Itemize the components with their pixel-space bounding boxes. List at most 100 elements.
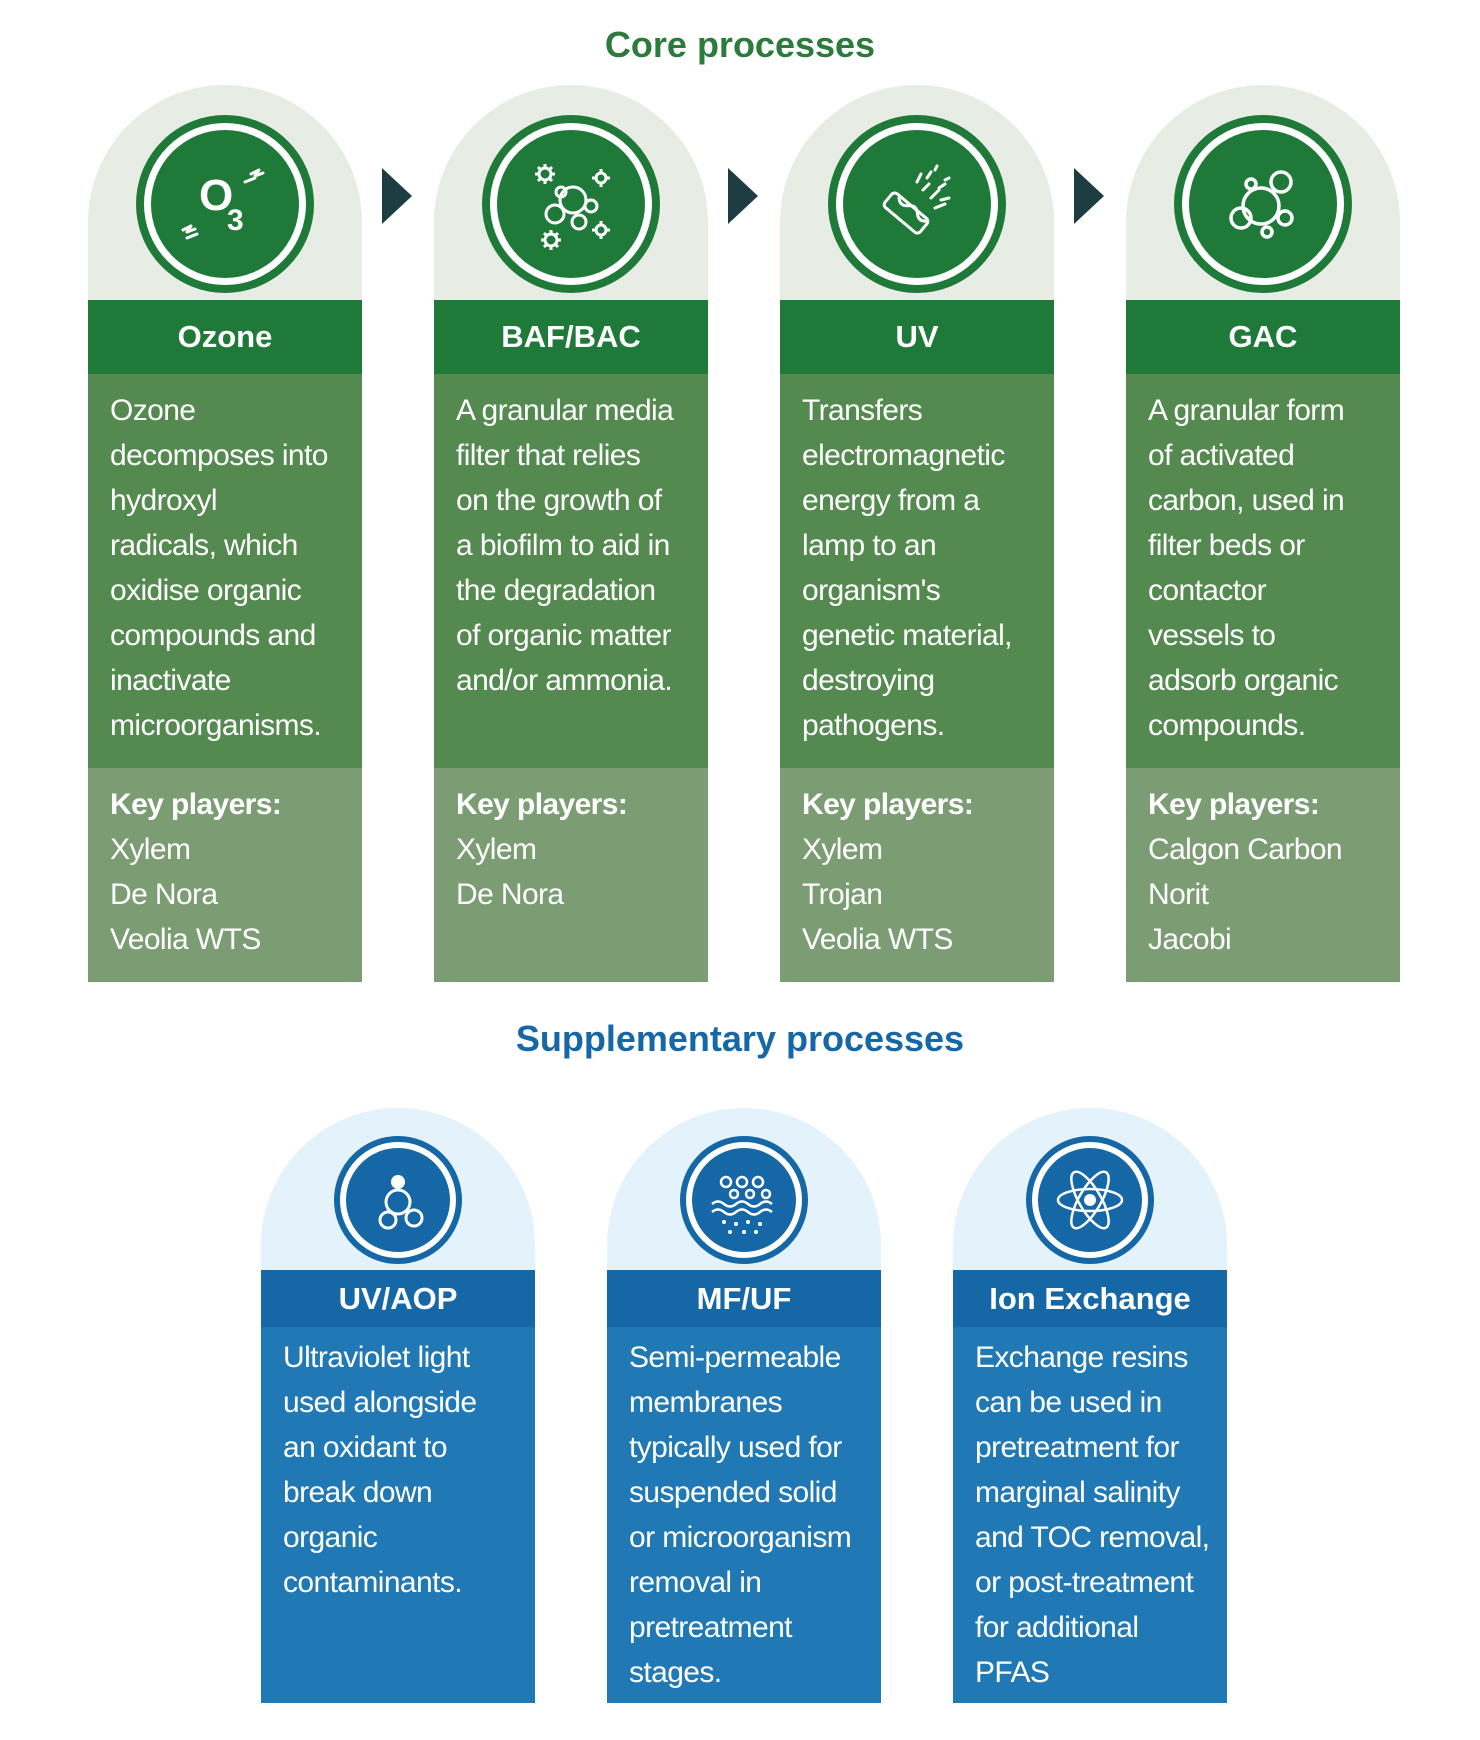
icon-ring: O 3 — [136, 115, 314, 293]
card-title: Ozone — [88, 300, 362, 374]
desc-line: destroying — [802, 664, 935, 697]
supp-card-mf-uf: MF/UF Semi-permeable membranes typically… — [607, 1108, 881, 1703]
atom-icon — [1056, 1170, 1124, 1230]
desc-line: electromagnetic — [802, 439, 1005, 472]
desc-line: carbon, used in — [1148, 484, 1345, 517]
desc-line: stages. — [629, 1656, 722, 1689]
desc-line: or microorganism — [629, 1521, 852, 1554]
desc-line: radicals, which — [110, 529, 298, 562]
desc-line: vessels to — [1148, 619, 1276, 652]
desc-line: removal. — [975, 1701, 1086, 1734]
key-players: Key players: Xylem De Nora — [434, 768, 708, 982]
player-name: Xylem — [456, 833, 537, 866]
desc-line: of activated — [1148, 439, 1295, 472]
desc-line: used alongside — [283, 1386, 477, 1419]
key-players-label: Key players: — [456, 788, 628, 821]
card-description: A granular media filter that relies on t… — [434, 374, 708, 768]
desc-line: and TOC removal, — [975, 1521, 1210, 1554]
core-processes-title: Core processes — [604, 24, 876, 65]
card-title: UV — [780, 300, 1054, 374]
card-title: Ion Exchange — [953, 1270, 1227, 1327]
desc-line: Exchange resins — [975, 1341, 1188, 1374]
card-description: Ultraviolet light used alongside an oxid… — [261, 1327, 535, 1703]
supp-card-uv-aop: UV/AOP Ultraviolet light used alongside … — [261, 1108, 535, 1703]
player-name: Veolia WTS — [802, 923, 953, 956]
desc-line: A granular form — [1148, 394, 1345, 427]
player-name: Jacobi — [1148, 923, 1232, 956]
card-dome — [780, 85, 1054, 300]
desc-line: removal in — [629, 1566, 762, 1599]
desc-line: organic — [283, 1521, 378, 1554]
card-title: BAF/BAC — [434, 300, 708, 374]
desc-line: pathogens. — [802, 709, 945, 742]
card-description: Ozone decomposes into hydroxyl radicals,… — [88, 374, 362, 768]
desc-line: A granular media — [456, 394, 674, 427]
core-card-uv: UV Transfers electromagnetic energy from… — [780, 85, 1054, 982]
desc-line: filter beds or — [1148, 529, 1305, 562]
desc-line: pretreatment for — [975, 1431, 1179, 1464]
player-name: Calgon Carbon — [1148, 833, 1343, 866]
key-players: Key players: Xylem Trojan Veolia WTS — [780, 768, 1054, 982]
ozone-o-glyph: O — [199, 171, 233, 220]
card-dome — [261, 1108, 535, 1270]
ozone-sub-glyph: 3 — [227, 204, 244, 237]
desc-line: microorganisms. — [110, 709, 322, 742]
desc-line: Semi-permeable — [629, 1341, 841, 1374]
card-description: A granular form of activated carbon, use… — [1126, 374, 1400, 768]
card-title: GAC — [1126, 300, 1400, 374]
ozone-icon: O 3 — [181, 168, 265, 240]
desc-line: genetic material, — [802, 619, 1013, 652]
supp-card-ion-exchange: Ion Exchange Exchange resins can be used… — [953, 1108, 1227, 1734]
key-players-label: Key players: — [110, 788, 282, 821]
desc-line: typically used for — [629, 1431, 842, 1464]
player-name: Veolia WTS — [110, 923, 261, 956]
membrane-icon — [711, 1175, 773, 1234]
desc-line: a biofilm to aid in — [456, 529, 670, 562]
desc-line: break down — [283, 1476, 433, 1509]
desc-line: hydroxyl — [110, 484, 218, 517]
desc-line: filter that relies — [456, 439, 641, 472]
icon-ring — [1174, 115, 1352, 293]
card-title: MF/UF — [607, 1270, 881, 1327]
core-card-ozone: O 3 Ozone Ozone decomposes into hydroxyl… — [88, 85, 362, 982]
flow-arrow — [382, 168, 412, 224]
player-name: De Nora — [456, 878, 564, 911]
desc-line: compounds and — [110, 619, 316, 652]
desc-line: for additional PFAS — [975, 1611, 1139, 1689]
desc-line: energy from a — [802, 484, 980, 517]
flow-arrow — [1074, 168, 1104, 224]
key-players: Key players: Xylem De Nora Veolia WTS — [88, 768, 362, 982]
desc-line: can be used in — [975, 1386, 1162, 1419]
desc-line: contaminants. — [283, 1566, 463, 1599]
desc-line: inactivate — [110, 664, 231, 697]
card-dome — [607, 1108, 881, 1270]
desc-line: lamp to an — [802, 529, 937, 562]
uv-lamp-icon — [882, 164, 951, 235]
player-name: Norit — [1148, 878, 1209, 911]
key-players: Key players: Calgon Carbon Norit Jacobi — [1126, 768, 1400, 982]
icon-ring — [334, 1136, 462, 1264]
desc-line: Ultraviolet light — [283, 1341, 470, 1374]
desc-line: on the growth of — [456, 484, 662, 517]
core-card-gac: GAC A granular form of activated carbon,… — [1126, 85, 1400, 982]
card-dome — [953, 1108, 1227, 1270]
player-name: De Nora — [110, 878, 218, 911]
desc-line: compounds. — [1148, 709, 1306, 742]
desc-line: decomposes into — [110, 439, 328, 472]
card-description: Semi-permeable membranes typically used … — [607, 1327, 881, 1703]
desc-line: pretreatment — [629, 1611, 792, 1644]
player-name: Trojan — [802, 878, 883, 911]
player-name: Xylem — [802, 833, 883, 866]
icon-ring — [482, 115, 660, 293]
desc-line: an oxidant to — [283, 1431, 448, 1464]
flow-arrow — [728, 168, 758, 224]
desc-line: membranes — [629, 1386, 783, 1419]
key-players-label: Key players: — [802, 788, 974, 821]
card-dome — [1126, 85, 1400, 300]
desc-line: the degradation — [456, 574, 656, 607]
desc-line: or post-treatment — [975, 1566, 1194, 1599]
desc-line: marginal salinity — [975, 1476, 1180, 1509]
player-name: Xylem — [110, 833, 191, 866]
card-dome — [434, 85, 708, 300]
desc-line: suspended solid — [629, 1476, 837, 1509]
